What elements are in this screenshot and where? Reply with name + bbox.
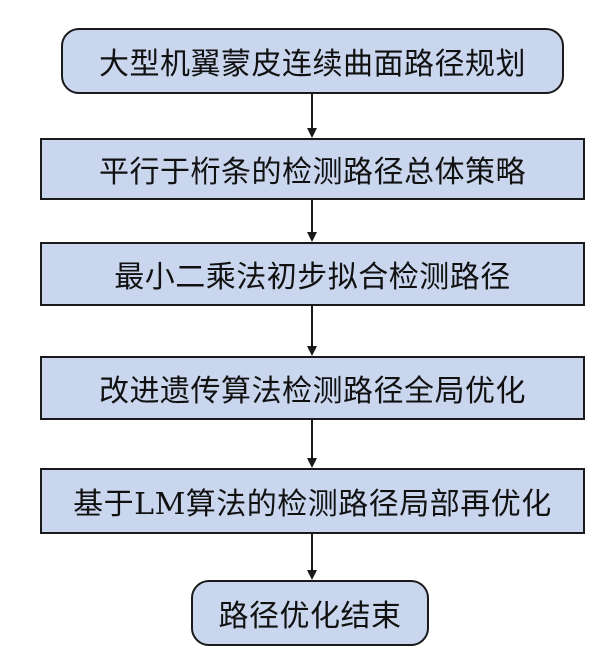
step-lm-local-opt: 基于LM算法的检测路径局部再优化: [40, 468, 585, 534]
step-least-squares-fit-label: 最小二乘法初步拟合检测路径: [114, 260, 511, 295]
step-genetic-global-opt: 改进遗传算法检测路径全局优化: [40, 356, 585, 420]
step-least-squares-fit: 最小二乘法初步拟合检测路径: [40, 242, 585, 306]
step-parallel-strategy: 平行于桁条的检测路径总体策略: [40, 138, 585, 200]
step-lm-local-opt-label: 基于LM算法的检测路径局部再优化: [73, 487, 552, 522]
start-node-label: 大型机翼蒙皮连续曲面路径规划: [99, 47, 526, 82]
start-node: 大型机翼蒙皮连续曲面路径规划: [61, 28, 564, 94]
end-node: 路径优化结束: [191, 580, 429, 646]
step-parallel-strategy-label: 平行于桁条的检测路径总体策略: [99, 155, 526, 190]
step-genetic-global-opt-label: 改进遗传算法检测路径全局优化: [99, 374, 526, 409]
end-node-label: 路径优化结束: [218, 599, 402, 634]
